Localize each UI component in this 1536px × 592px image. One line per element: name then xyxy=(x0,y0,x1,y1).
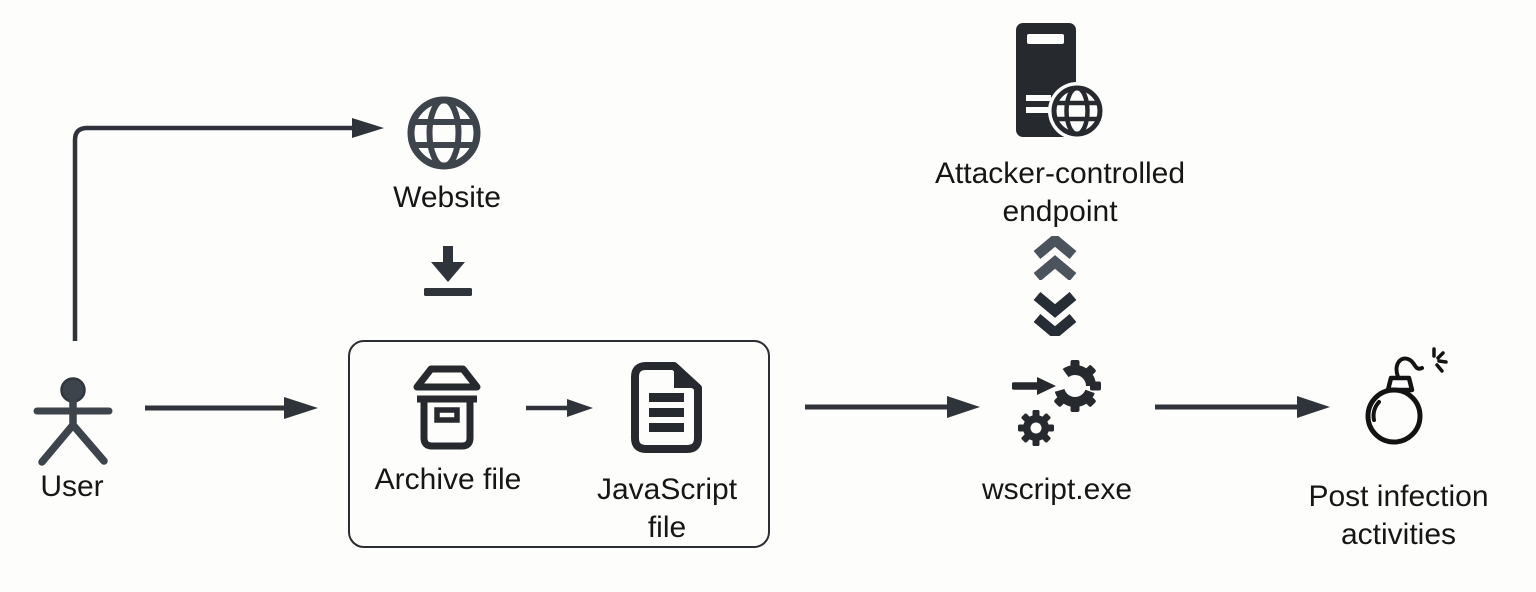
website-node xyxy=(405,94,483,172)
spark-lines xyxy=(1432,347,1448,373)
wscript-node xyxy=(1012,358,1104,450)
arrow-payload-to-wscript xyxy=(803,392,983,422)
archive-box-icon xyxy=(413,365,481,450)
user-node xyxy=(30,375,120,467)
bomb-icon xyxy=(1365,347,1448,445)
arrow-archive-to-javascript xyxy=(523,394,598,422)
payload-group-box xyxy=(348,340,770,548)
person-icon xyxy=(33,377,113,466)
user-label: User xyxy=(40,470,104,503)
arrow-user-to-archive xyxy=(143,393,321,423)
download-icon xyxy=(420,244,476,300)
archive-node xyxy=(404,362,490,452)
attacker-label: Attacker-controlled endpoint xyxy=(934,157,1186,229)
arrow-user-to-website xyxy=(66,113,396,345)
postinfection-node xyxy=(1358,347,1458,455)
website-label: Website xyxy=(393,181,501,214)
wscript-label: wscript.exe xyxy=(981,473,1133,506)
javascript-node xyxy=(628,360,704,455)
archive-label: Archive file xyxy=(374,463,522,496)
attacker-node xyxy=(1013,21,1105,143)
document-icon xyxy=(631,362,702,453)
chevrons-up-icon xyxy=(1033,236,1077,280)
gears-icon xyxy=(1012,360,1101,446)
server-globe-icon xyxy=(1016,23,1105,140)
javascript-label: JavaScript file xyxy=(596,473,738,545)
arrow-wscript-to-postinfection xyxy=(1153,392,1333,422)
postinfection-label: Post infection activities xyxy=(1308,480,1489,552)
chevrons-down-icon xyxy=(1033,292,1077,336)
globe-icon xyxy=(407,96,481,170)
